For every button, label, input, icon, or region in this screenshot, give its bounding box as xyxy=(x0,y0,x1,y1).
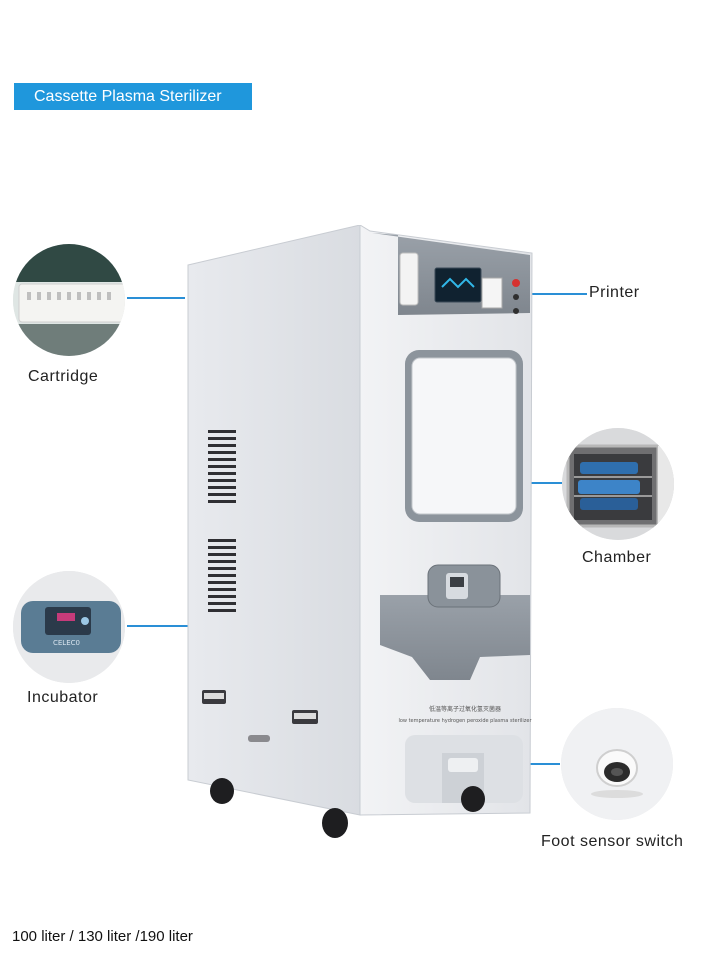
machine-side-panel xyxy=(187,225,361,816)
printer-slot xyxy=(481,277,503,309)
cartridge-label: Cartridge xyxy=(28,368,99,385)
cartridge-leader-line xyxy=(127,297,185,299)
foot-sensor-photo xyxy=(561,708,673,820)
svg-text:CELEC0: CELEC0 xyxy=(53,639,80,647)
incubator-icon: CELEC0 xyxy=(13,571,125,683)
incubator-leader-line xyxy=(127,625,189,627)
machine-name-en: low temperature hydrogen peroxide plasma… xyxy=(398,718,532,724)
foot-sensor-label: Foot sensor switch xyxy=(541,833,684,850)
chamber-icon xyxy=(562,428,674,540)
printer-label: Printer xyxy=(589,284,640,301)
title-badge: Cassette Plasma Sterilizer xyxy=(14,83,252,110)
foot-sensor-icon xyxy=(561,708,673,820)
vent-grille-upper xyxy=(208,430,236,503)
capacity-options: 100 liter / 130 liter /190 liter xyxy=(12,928,193,945)
incubator-photo: CELEC0 xyxy=(13,571,125,683)
chamber-label: Chamber xyxy=(582,549,652,566)
wheels xyxy=(210,778,485,838)
sterilizer-machine: 低温等离子过氧化氢灭菌器 low temperature hydrogen pe… xyxy=(187,225,533,838)
page-title: Cassette Plasma Sterilizer xyxy=(34,88,222,105)
power-button xyxy=(512,279,520,287)
machine-front-panel: 低温等离子过氧化氢灭菌器 low temperature hydrogen pe… xyxy=(359,225,533,816)
machine-name-cn: 低温等离子过氧化氢灭菌器 xyxy=(429,705,501,713)
incubator-label: Incubator xyxy=(27,689,99,706)
printer-leader-line xyxy=(499,293,587,295)
vent-grille-lower xyxy=(208,539,236,612)
cartridge-photo xyxy=(13,244,125,356)
cartridge-icon xyxy=(13,244,125,356)
chamber-photo xyxy=(562,428,674,540)
